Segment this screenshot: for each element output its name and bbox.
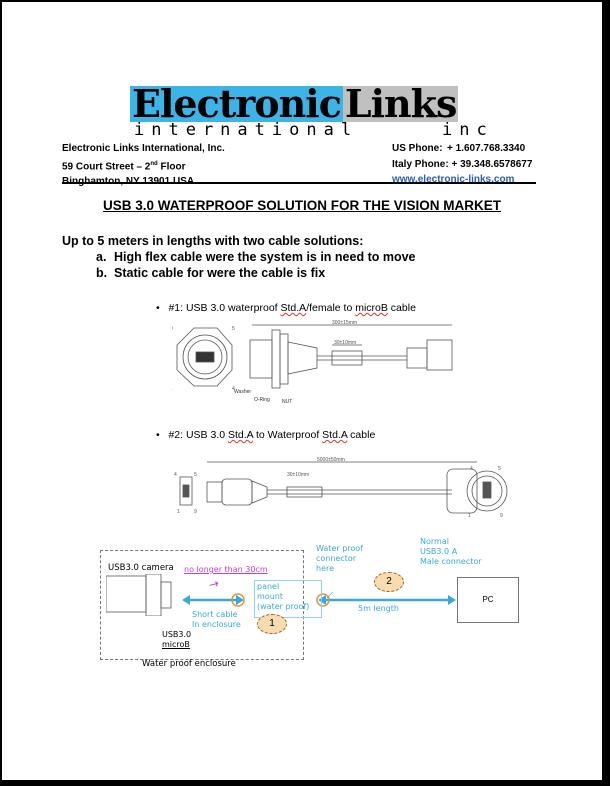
company-address: Electronic Links International, Inc. 59 … <box>62 141 225 190</box>
enclosure-label: Water proof enclosure <box>142 659 236 669</box>
text: connector <box>316 554 357 563</box>
cable2-bullet: • #2: USB 3.0 Std.A to Waterproof Std.A … <box>156 429 376 441</box>
text: Normal <box>420 537 449 546</box>
cable2-drawing: 4 5 1 9 5000±50mm 30±10mm <box>174 457 478 515</box>
text: Std.A <box>280 302 307 314</box>
pin-label: 1 <box>172 386 173 392</box>
text: to Waterproof <box>253 429 323 441</box>
text: USB3.0 A <box>420 547 458 556</box>
text: USB3.0 <box>162 630 192 639</box>
text: Std.A <box>227 429 254 441</box>
logo-word-links: Links <box>342 81 459 126</box>
us-phone: US Phone: + 1.607.768.3340 <box>392 141 532 157</box>
intro-item: b. Static cable for were the cable is fix <box>62 265 416 281</box>
text: Male connector <box>420 557 482 566</box>
pc-box: PC <box>457 577 519 623</box>
cable-arrows <box>182 592 456 607</box>
dim-label: 30±10mm <box>287 472 309 478</box>
pin-label: 5 <box>194 472 197 478</box>
camera-label: USB3.0 camera <box>108 563 174 573</box>
waterproof-connector-face: 4 5 1 9 <box>466 466 508 519</box>
text: mount <box>257 592 283 601</box>
intro: Up to 5 meters in lengths with two cable… <box>62 233 416 281</box>
text: Std.A <box>322 429 348 441</box>
pin-label: 9 <box>194 509 197 515</box>
italy-phone: Italy Phone: + 39.348.6578677 <box>392 157 532 173</box>
street: 59 Court Street – 2nd Floor <box>62 157 225 175</box>
nut-label: NUT <box>282 399 292 405</box>
cable1-drawing: 9 5 1 4 300±15mm 30±10mm Washer O-Ring N… <box>172 320 453 405</box>
item-marker: a. <box>96 250 107 264</box>
text: here <box>316 564 335 573</box>
us-phone-value: + 1.607.768.3340 <box>447 143 526 154</box>
washer-label: Washer <box>234 389 251 395</box>
enclosure-box <box>100 550 304 660</box>
pin-label: 5 <box>498 466 501 472</box>
dim-label: 30±10mm <box>334 340 356 346</box>
item-text: Static cable for were the cable is fix <box>114 266 326 280</box>
hex-connector-face <box>176 327 233 387</box>
intro-item: a. High flex cable were the system is in … <box>62 249 416 265</box>
website-link[interactable]: www.electronic-links.com <box>392 174 515 185</box>
pin-label: 4 <box>174 472 177 478</box>
dim-label: 5000±50mm <box>317 457 345 463</box>
text: cable <box>387 302 416 314</box>
text: cable <box>347 429 376 441</box>
pin-label: 4 <box>232 386 235 392</box>
item-text: High flex cable were the system is in ne… <box>114 250 416 264</box>
usb-a-face <box>179 476 193 506</box>
us-phone-label: US Phone: <box>392 143 443 154</box>
badge-1: 1 <box>257 614 287 634</box>
street-text: 59 Court Street – 2 <box>62 160 151 172</box>
text: In enclosure <box>192 620 241 629</box>
page-title: USB 3.0 WATERPROOF SOLUTION FOR THE VISI… <box>102 198 502 213</box>
dim-label: 300±15mm <box>332 320 357 326</box>
text: panel <box>257 582 280 591</box>
text: Short cable <box>192 610 238 619</box>
logo-word-electronic: Electronic <box>130 81 343 126</box>
logo-subtitle: international <box>134 120 359 140</box>
pin-label: 9 <box>500 513 503 519</box>
pin-label: 4 <box>470 466 473 472</box>
pin-label: 5 <box>232 326 235 332</box>
italy-phone-value: + 39.348.6578677 <box>451 158 533 170</box>
camera-icon <box>106 574 172 616</box>
street-post: Floor <box>157 160 186 172</box>
oring-label: O-Ring <box>254 397 270 403</box>
connector-ring <box>231 593 245 607</box>
italy-phone-label: Italy Phone: <box>392 158 449 170</box>
intro-lead: Up to 5 meters in lengths with two cable… <box>62 234 364 248</box>
header-divider <box>62 182 536 184</box>
text: microB <box>162 640 190 649</box>
item-marker: b. <box>96 266 108 280</box>
street-sup: nd <box>150 160 158 167</box>
text: microB <box>355 302 388 314</box>
length-label: 5m length <box>358 604 399 613</box>
length-limit-note: no longer than 30cm <box>184 565 268 574</box>
text: /female to <box>306 302 356 314</box>
connector-ring <box>316 593 330 607</box>
pin-label: 9 <box>172 326 173 332</box>
cable1-bullet: • #1: USB 3.0 waterproof Std.A/female to… <box>156 302 416 314</box>
contact-info: US Phone: + 1.607.768.3340 Italy Phone: +… <box>392 141 532 188</box>
text: Water proof <box>316 544 363 553</box>
badge-2: 2 <box>374 572 404 592</box>
text: #2: USB 3.0 <box>168 429 228 441</box>
pin-label: 1 <box>468 513 471 519</box>
text: #1: USB 3.0 waterproof <box>168 302 281 314</box>
logo-inc: inc <box>442 120 494 140</box>
text: (water proof) <box>257 602 310 611</box>
pin-label: 1 <box>177 509 180 515</box>
city: Binghamton, NY 13901 USA <box>62 174 225 190</box>
company-name: Electronic Links International, Inc. <box>62 143 225 154</box>
